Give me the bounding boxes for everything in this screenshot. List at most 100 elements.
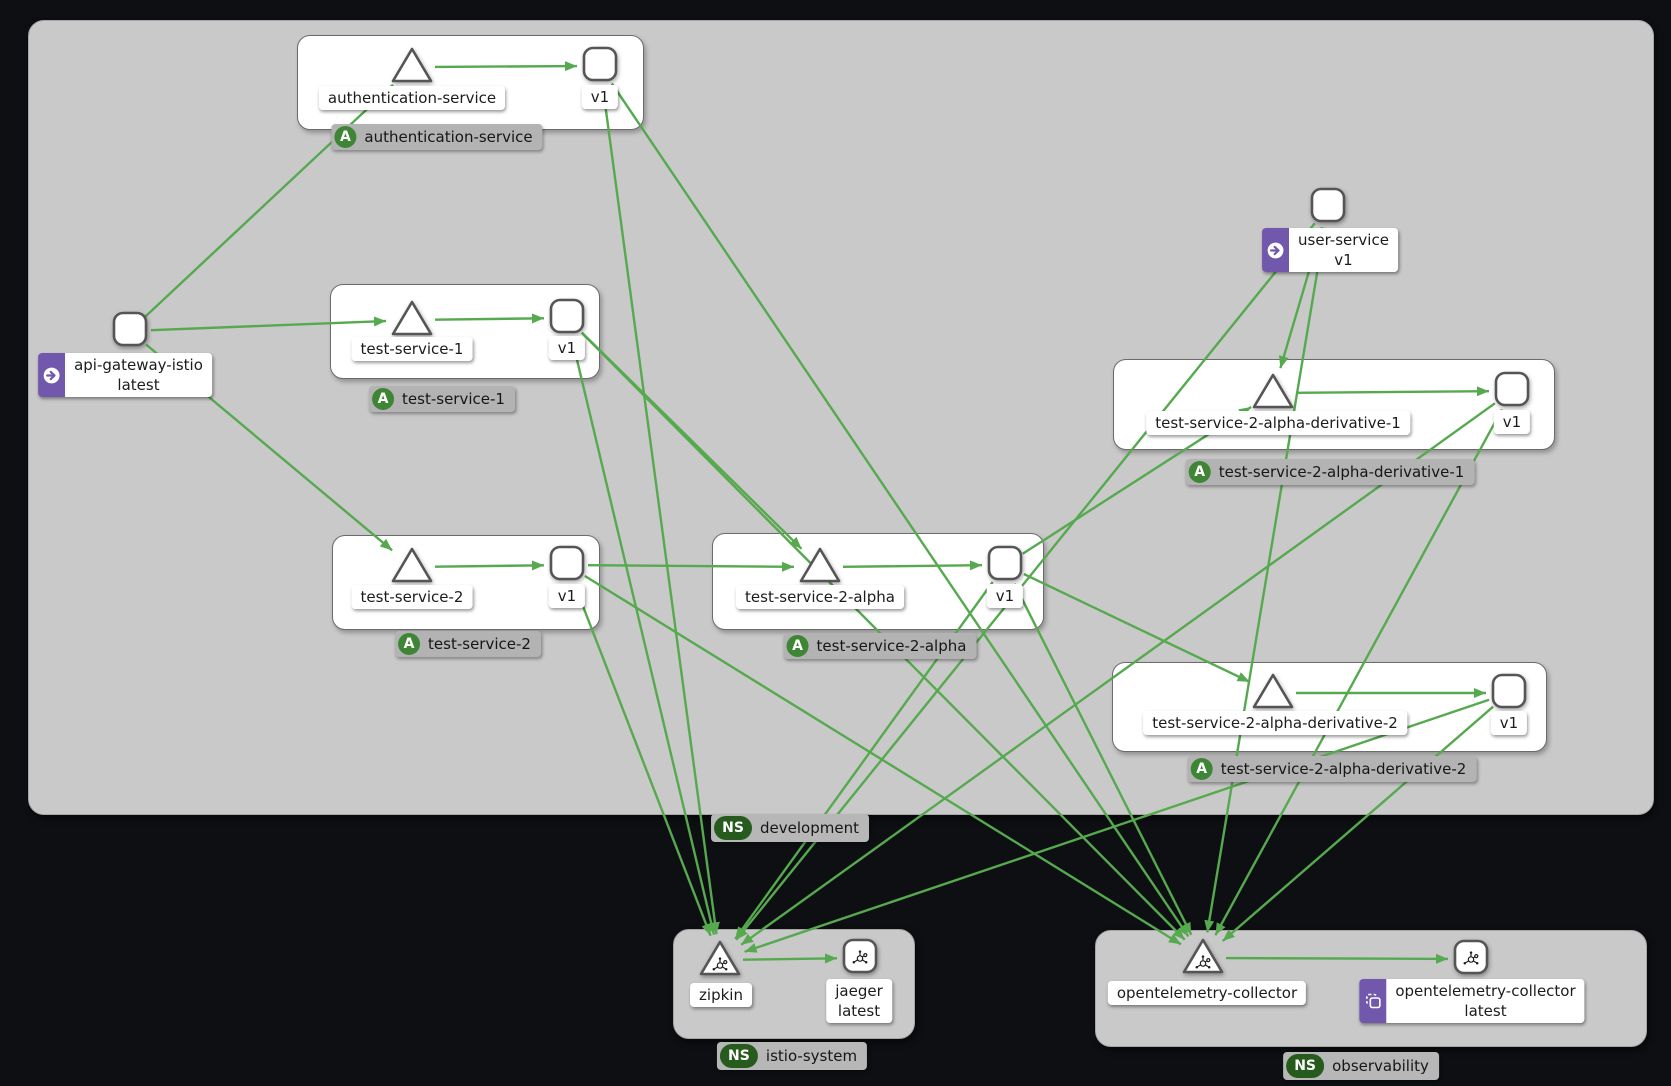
node-d1-tri[interactable] [1250,371,1296,415]
edge-ts2-v1-ts2a-tri[interactable] [587,561,795,572]
label-line: opentelemetry-collector [1395,982,1576,1000]
node-ts2-v1[interactable] [547,543,587,587]
edge-ts2a-v1-d2-tri[interactable] [1023,573,1251,683]
label-line: opentelemetry-collector [1116,984,1298,1002]
node-label-d1-tri[interactable]: test-service-2-alpha-derivative-1 [1146,411,1410,435]
node-label-zipkin[interactable]: zipkin [690,983,752,1007]
edge-api-gw-ts1-tri[interactable] [150,316,387,332]
node-label-text: v1 [548,336,586,360]
app-icon: A [372,388,395,410]
edge-d2-v1-zipkin[interactable] [744,698,1490,953]
node-label-ts1-tri[interactable]: test-service-1 [351,337,473,361]
node-label-ts2a-tri[interactable]: test-service-2-alpha [736,585,904,609]
app-group-box-test-service-2-alpha-derivative-1[interactable] [1113,359,1555,450]
node-ts2-tri[interactable] [389,545,435,589]
namespace-label: development [760,819,859,837]
node-ts1-tri[interactable] [389,298,435,342]
edge-api-gw-auth-tri[interactable] [144,83,394,318]
node-label-text: v1 [1490,711,1528,735]
node-label-otel-tri[interactable]: opentelemetry-collector [1107,981,1307,1005]
edge-ts2a-tri-ts2a-v1[interactable] [842,560,983,571]
mesh-icon [1463,951,1479,965]
square-shape[interactable] [547,543,587,583]
edge-ts2a-v1-otel-tri[interactable] [1013,583,1193,936]
square-shape[interactable] [985,543,1025,583]
edge-zipkin-jaeger[interactable] [742,953,838,964]
square-shape[interactable] [1489,671,1529,711]
node-label-text: test-service-2-alpha-derivative-1 [1146,411,1410,435]
node-label-text: opentelemetry-collector [1107,981,1307,1005]
node-d2-v1[interactable] [1489,671,1529,715]
edge-d2-v1-otel-tri[interactable] [1221,705,1494,942]
node-d2-tri[interactable] [1250,671,1296,715]
label-line: latest [117,376,160,394]
edge-d1-v1-zipkin[interactable] [740,402,1496,946]
triangle-shape[interactable] [1250,371,1296,411]
edge-user-sv-otel-tri[interactable] [1204,227,1326,933]
node-ts2a-v1[interactable] [985,543,1025,587]
node-otel-tri[interactable] [1180,936,1226,980]
edge-d1-tri-d1-v1[interactable] [1295,386,1490,397]
node-label-ts2a-v1[interactable]: v1 [986,584,1024,608]
workload-entry-icon [1365,993,1381,1009]
app-icon: A [398,633,421,655]
square-shape[interactable] [580,44,620,84]
node-label-text: v1 [548,584,586,608]
node-auth-v1[interactable] [580,44,620,88]
node-otel-sq[interactable] [1451,937,1491,981]
triangle-shape[interactable] [1250,671,1296,711]
square-shape[interactable] [547,296,587,336]
node-api-gw[interactable] [110,309,150,353]
node-ts1-v1[interactable] [547,296,587,340]
edge-auth-tri-auth-v1[interactable] [434,61,578,72]
node-label-text: v1 [1493,410,1531,434]
edge-ts2-v1-otel-tri[interactable] [584,574,1182,946]
edge-auth-v1-zipkin[interactable] [601,86,720,935]
edge-ts1-tri-ts1-v1[interactable] [434,313,545,324]
node-label-d1-v1[interactable]: v1 [1493,410,1531,434]
node-label-auth-tri[interactable]: authentication-service [318,86,506,110]
triangle-shape[interactable] [389,45,435,85]
label-line: test-service-2-alpha-derivative-1 [1155,414,1401,432]
triangle-shape[interactable] [389,298,435,338]
edge-ts2-tri-ts2-v1[interactable] [434,560,545,571]
square-shape[interactable] [110,309,150,349]
square-shape[interactable] [1492,369,1532,409]
edge-auth-v1-otel-tri[interactable] [610,82,1190,938]
app-group-box-test-service-2-alpha[interactable] [712,533,1044,630]
node-label-auth-v1[interactable]: v1 [581,85,619,109]
square-shape[interactable] [1308,185,1348,225]
edge-ts2-v1-zipkin[interactable] [573,584,712,937]
triangle-shape[interactable] [389,545,435,585]
app-group-box-test-service-2-alpha-derivative-2[interactable] [1112,662,1547,752]
node-d1-v1[interactable] [1492,369,1532,413]
node-label-ts2-v1[interactable]: v1 [548,584,586,608]
node-label-d2-v1[interactable]: v1 [1490,711,1528,735]
edge-ts1-v1-zipkin[interactable] [570,338,717,935]
edge-d1-v1-otel-tri[interactable] [1214,408,1504,936]
node-auth-tri[interactable] [389,45,435,89]
node-zipkin[interactable] [697,938,743,982]
node-label-d2-tri[interactable]: test-service-2-alpha-derivative-2 [1143,711,1407,735]
node-label-ts2-tri[interactable]: test-service-2 [351,585,473,609]
triangle-shape[interactable] [797,545,843,585]
node-jaeger[interactable] [840,936,880,980]
node-user-sv[interactable] [1308,185,1348,229]
node-label-ts1-v1[interactable]: v1 [548,336,586,360]
edge-otel-tri-otel-sq[interactable] [1225,953,1449,964]
node-ts2a-tri[interactable] [797,545,843,589]
gateway-arrow-icon [1267,242,1284,258]
